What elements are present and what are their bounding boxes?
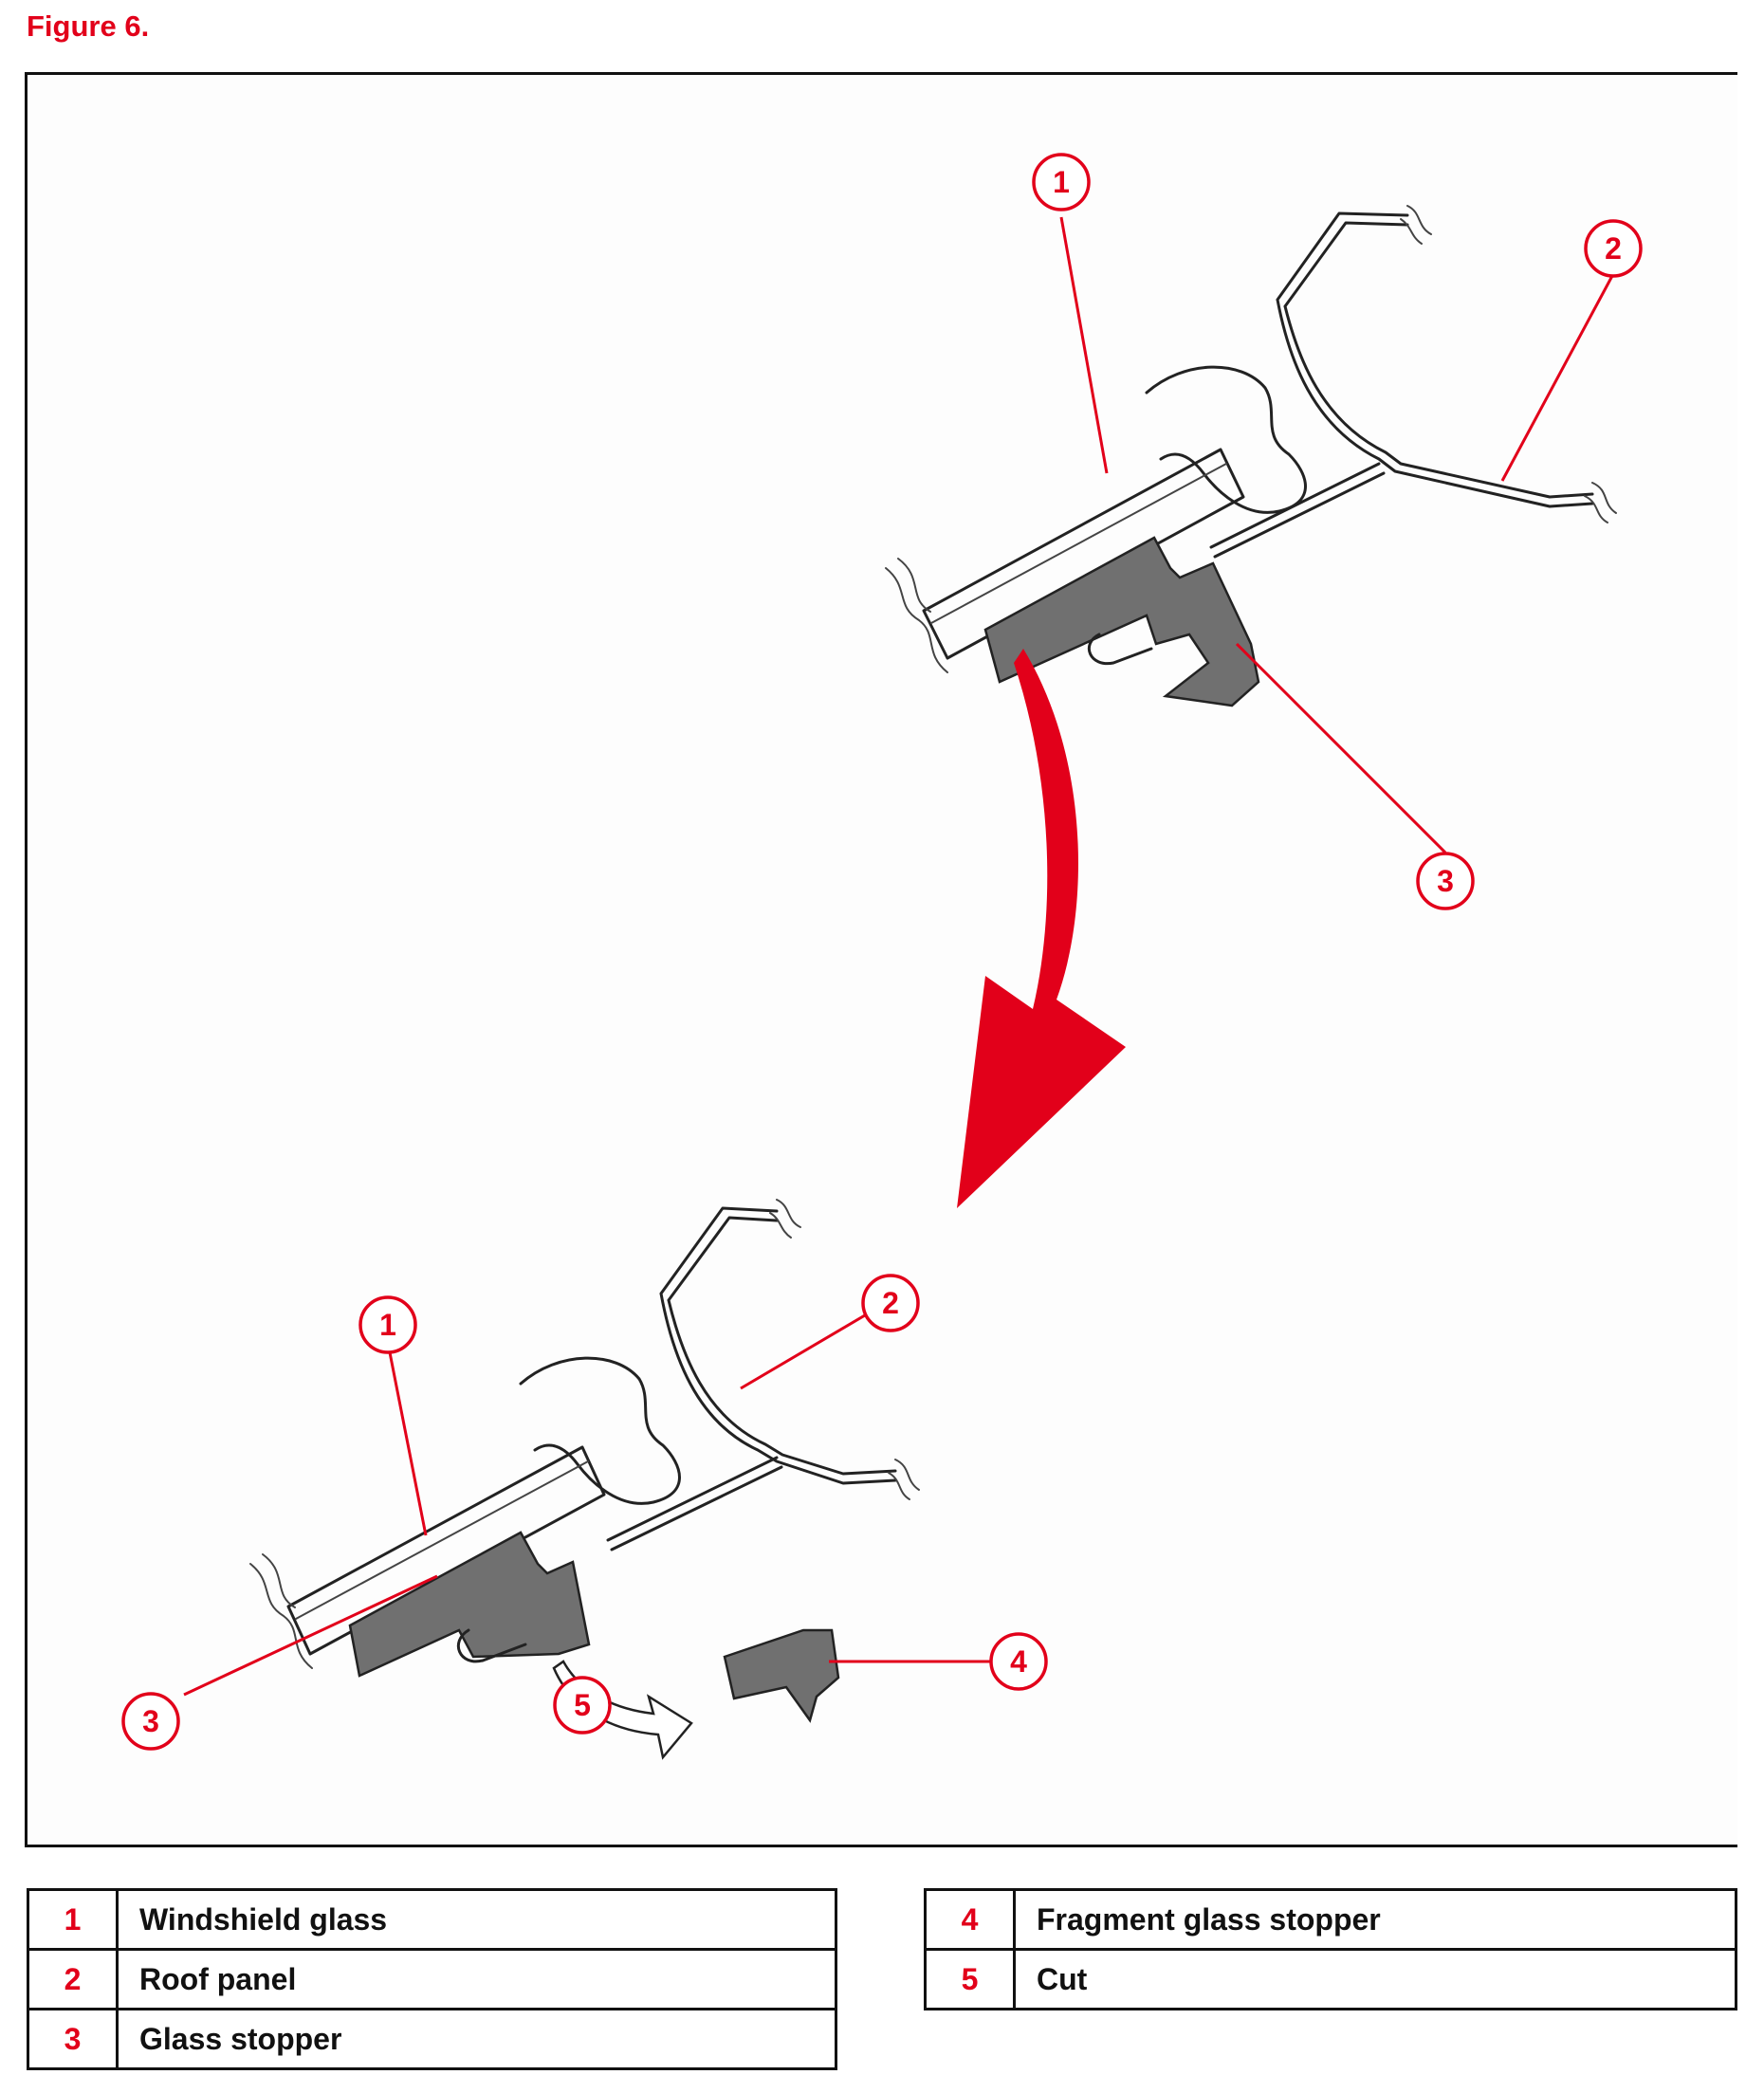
svg-text:5: 5 xyxy=(574,1688,591,1722)
top-urethane-bead xyxy=(1145,365,1307,514)
legend-row: 5 Cut xyxy=(924,1948,1737,2010)
svg-text:3: 3 xyxy=(1437,864,1454,898)
top-assembly xyxy=(885,205,1617,707)
legend-table-right: 4 Fragment glass stopper 5 Cut xyxy=(924,1888,1737,2010)
legend-label: Fragment glass stopper xyxy=(1013,1888,1737,1951)
svg-text:3: 3 xyxy=(142,1704,159,1738)
legend-number: 2 xyxy=(27,1948,119,2010)
bottom-roof-panel xyxy=(659,1206,897,1485)
legend-number: 1 xyxy=(27,1888,119,1951)
top-glass-stopper xyxy=(983,536,1260,707)
top-windshield-glass xyxy=(922,448,1245,660)
callout-bottom-5: 5 xyxy=(553,1676,612,1735)
diagram-svg: .outline { fill: none; stroke: #222; str… xyxy=(121,153,1643,1760)
legend-label: Roof panel xyxy=(116,1948,837,2010)
legend-table-left: 1 Windshield glass 2 Roof panel 3 Glass … xyxy=(27,1888,837,2070)
bottom-glass-stopper xyxy=(348,1531,591,1678)
legend-row: 1 Windshield glass xyxy=(27,1888,837,1951)
figure-title: Figure 6. xyxy=(27,9,150,43)
legend-number: 5 xyxy=(924,1948,1016,2010)
svg-text:1: 1 xyxy=(379,1308,396,1342)
direction-arrow xyxy=(957,649,1126,1208)
callout-bottom-4: 4 xyxy=(989,1632,1048,1691)
callout-top-2: 2 xyxy=(1584,219,1643,278)
top-roof-panel xyxy=(1276,211,1594,508)
legend-number: 3 xyxy=(27,2008,119,2070)
diagram-frame: .outline { fill: none; stroke: #222; str… xyxy=(25,72,1737,1847)
svg-text:2: 2 xyxy=(1605,231,1622,266)
callout-top-1: 1 xyxy=(1032,153,1091,211)
bottom-assembly xyxy=(249,1199,920,1760)
legend-number: 4 xyxy=(924,1888,1016,1951)
legend-row: 3 Glass stopper xyxy=(27,2008,837,2070)
fragment-glass-stopper xyxy=(723,1628,840,1723)
callout-top-3: 3 xyxy=(1416,852,1475,910)
svg-text:1: 1 xyxy=(1053,165,1070,199)
callout-bottom-3: 3 xyxy=(121,1692,180,1751)
svg-text:2: 2 xyxy=(882,1286,899,1320)
legend-label: Windshield glass xyxy=(116,1888,837,1951)
svg-text:4: 4 xyxy=(1010,1644,1027,1679)
legend-label: Glass stopper xyxy=(116,2008,837,2070)
legend-label: Cut xyxy=(1013,1948,1737,2010)
legend-row: 4 Fragment glass stopper xyxy=(924,1888,1737,1951)
callout-bottom-1: 1 xyxy=(358,1295,417,1354)
callout-bottom-2: 2 xyxy=(861,1274,920,1332)
legend-row: 2 Roof panel xyxy=(27,1948,837,2010)
bottom-urethane-bead xyxy=(519,1356,681,1505)
